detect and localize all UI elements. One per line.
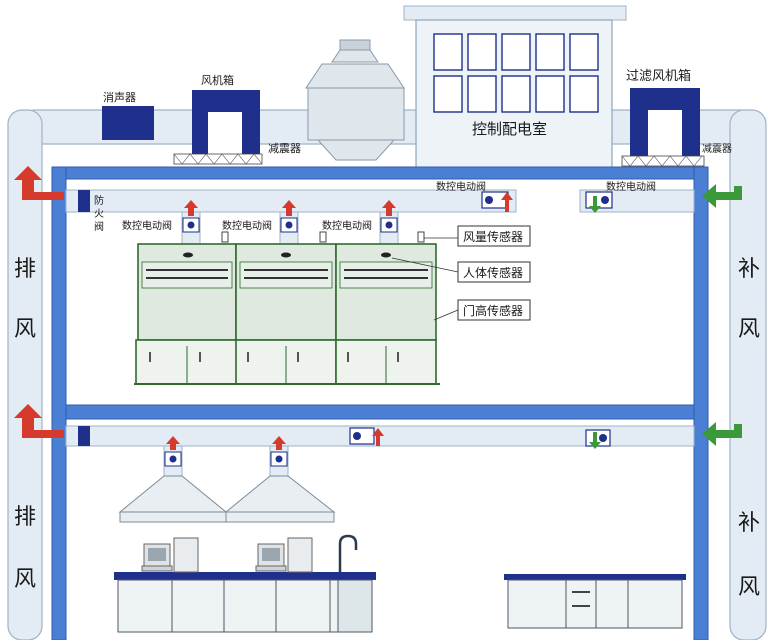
valve-icon <box>280 217 298 233</box>
supply-arrow-icon <box>702 184 742 208</box>
building-frame <box>51 166 709 641</box>
fire-damper-label-1: 防 <box>94 194 104 207</box>
valve-hood3-label: 数控电动阀 <box>322 219 372 232</box>
fire-damper-label-2: 火 <box>94 208 104 220</box>
control-room <box>403 5 627 169</box>
exhaust-arrow-icon <box>501 192 513 212</box>
valve-icon <box>481 191 509 209</box>
silencer-box <box>102 106 154 140</box>
sensor-callouts <box>391 237 459 321</box>
door-height-sensor-label: 门高传感器 <box>463 303 523 318</box>
supply-label-lower-2: 风 <box>738 575 760 600</box>
computer-icon <box>255 537 313 573</box>
exhaust-arrow-icon <box>372 428 384 446</box>
supply-label-lower-1: 补 <box>738 511 760 536</box>
exhaust-stack <box>305 39 405 161</box>
fan-box <box>192 90 260 154</box>
supply-arrow-icon <box>589 432 601 449</box>
exhaust-arrow-icon <box>382 200 396 216</box>
valve-icon <box>380 217 398 233</box>
vibration-damper-left-label: 减震器 <box>268 142 301 155</box>
filter-fan-box-label: 过滤风机箱 <box>626 68 691 84</box>
filter-fan-box <box>630 88 700 156</box>
exhaust-arrow-icon <box>14 404 64 438</box>
exhaust-arrow-icon <box>272 436 286 450</box>
exhaust-arrow-icon <box>14 166 64 200</box>
exhaust-arrow-icon <box>184 200 198 216</box>
control-room-label: 控制配电室 <box>472 120 547 138</box>
fire-damper-lower <box>78 426 90 446</box>
valve-icon <box>270 451 288 467</box>
body-sensor-box <box>457 261 531 283</box>
fume-hood <box>335 243 437 385</box>
supply-label-upper-1: 补 <box>738 257 760 282</box>
fire-damper-label-3: 阀 <box>94 220 104 233</box>
canopy-hoods <box>118 475 336 523</box>
door-height-sensor-box <box>457 299 531 321</box>
airflow-sensor-box <box>457 225 531 247</box>
computer-icon <box>141 537 199 573</box>
exhaust-label-lower-2: 风 <box>14 567 36 592</box>
valve-icon <box>585 191 613 209</box>
supply-arrow-icon <box>589 196 601 213</box>
valve-hood1-label: 数控电动阀 <box>122 219 172 232</box>
valve-icon <box>349 427 375 445</box>
exhaust-label-lower-1: 排 <box>14 505 36 530</box>
faucet-icon <box>338 534 358 572</box>
vibration-damper-right <box>621 155 705 167</box>
fume-hoods <box>134 243 440 385</box>
fume-hood <box>235 243 337 385</box>
valve-icon <box>164 451 182 467</box>
exhaust-label-upper-1: 排 <box>14 257 36 282</box>
exhaust-arrow-icon <box>282 200 296 216</box>
supply-arrow-icon <box>702 422 742 446</box>
lab-bench-left <box>114 572 376 633</box>
sensor-icon <box>319 231 327 243</box>
sensor-icon <box>221 231 229 243</box>
valve-top-right-label: 数控电动阀 <box>436 180 486 193</box>
silencer-label: 消声器 <box>103 90 136 104</box>
valve-hood2-label: 数控电动阀 <box>222 219 272 232</box>
supply-label-upper-2: 风 <box>738 317 760 342</box>
exhaust-label-upper-2: 风 <box>14 317 36 342</box>
sensor-icon <box>417 231 425 243</box>
valve-icon <box>182 217 200 233</box>
valve-top-supply-label: 数控电动阀 <box>606 180 656 193</box>
fan-box-label: 风机箱 <box>201 73 234 87</box>
fume-hood <box>135 243 239 385</box>
exhaust-arrow-icon <box>166 436 180 450</box>
lab-bench-right <box>504 574 686 629</box>
fire-damper <box>78 190 90 212</box>
body-sensor-label: 人体传感器 <box>463 265 523 280</box>
vibration-damper-right-label: 减震器 <box>702 143 732 155</box>
airflow-sensor-label: 风量传感器 <box>463 229 523 244</box>
